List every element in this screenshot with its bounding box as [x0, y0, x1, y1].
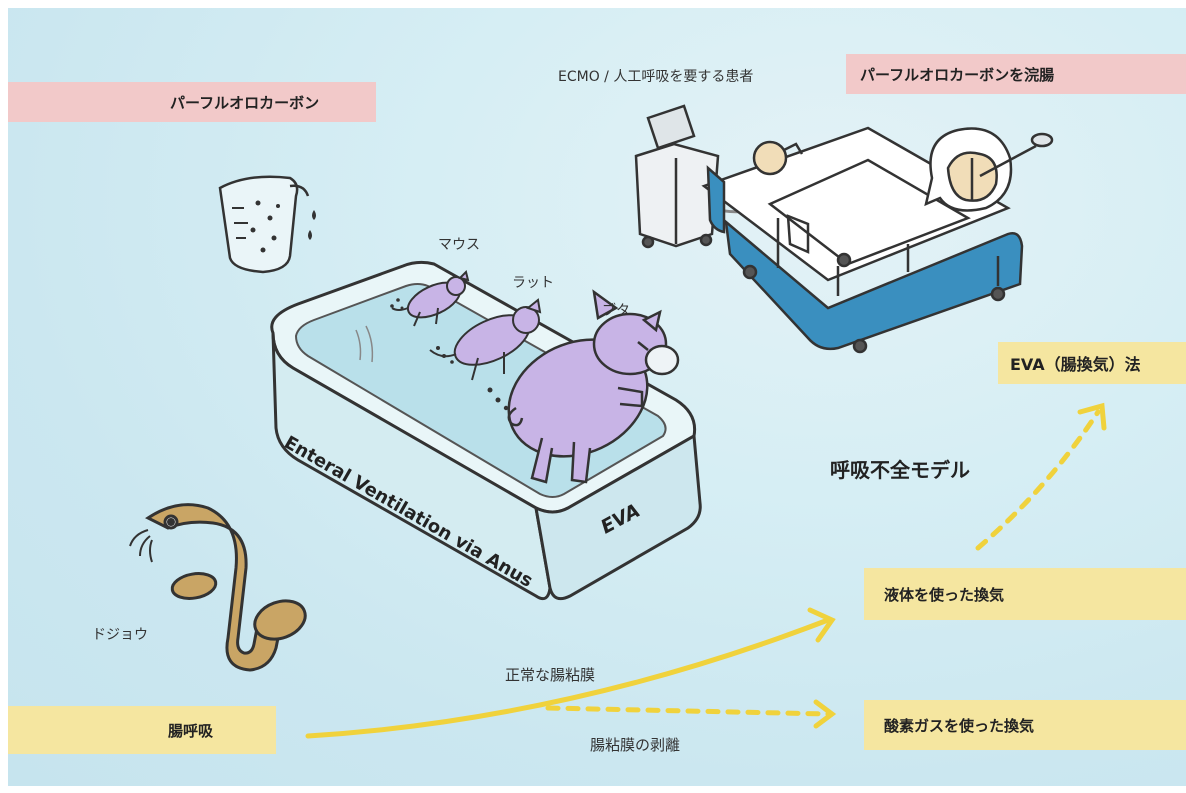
- label-eva-method-text: EVA（腸換気）法: [1010, 355, 1141, 374]
- label-normal-mucosa: 正常な腸粘膜: [505, 666, 596, 684]
- illustration: [129, 104, 1107, 739]
- label-intestinal-resp-text: 腸呼吸: [168, 721, 214, 740]
- label-mouse: マウス: [438, 237, 480, 253]
- arrow-mucosa-peel: [545, 705, 831, 717]
- label-pfc-enema: パーフルオロカーボンを浣腸: [846, 54, 1186, 94]
- diagram-canvas: パーフルオロカーボン ECMO / 人工呼吸を要する患者 パーフルオロカーボンを…: [8, 8, 1186, 786]
- label-ecmo: ECMO / 人工呼吸を要する患者: [558, 69, 754, 85]
- mouse-icon: [390, 270, 470, 327]
- loach-icon: [129, 503, 307, 672]
- label-pfc: パーフルオロカーボン: [8, 82, 376, 122]
- label-mucosa-peel: 腸粘膜の剥離: [590, 736, 681, 754]
- beaker-icon: [218, 175, 316, 274]
- pig-icon: [487, 289, 680, 484]
- arrows: [305, 402, 1107, 739]
- label-liquid-vent: 液体を使った換気: [864, 568, 1186, 620]
- label-resp-failure: 呼吸不全モデル: [830, 458, 970, 482]
- rat-icon: [429, 298, 542, 381]
- label-pfc-text: パーフルオロカーボン: [170, 93, 320, 112]
- label-rat: ラット: [512, 275, 554, 291]
- label-pfc-enema-text: パーフルオロカーボンを浣腸: [860, 65, 1055, 84]
- enema-inset-icon: [924, 127, 1054, 212]
- label-oxygen-vent: 酸素ガスを使った換気: [864, 700, 1186, 750]
- label-eva-method: EVA（腸換気）法: [998, 342, 1186, 384]
- label-intestinal-resp: 腸呼吸: [8, 706, 276, 754]
- label-loach: ドジョウ: [92, 627, 148, 643]
- label-pig: ブタ: [602, 303, 630, 319]
- label-oxygen-vent-text: 酸素ガスを使った換気: [884, 716, 1035, 735]
- arrow-resp-failure: [975, 409, 1101, 551]
- arrow-normal-mucosa: [305, 617, 831, 739]
- label-liquid-vent-text: 液体を使った換気: [884, 585, 1005, 604]
